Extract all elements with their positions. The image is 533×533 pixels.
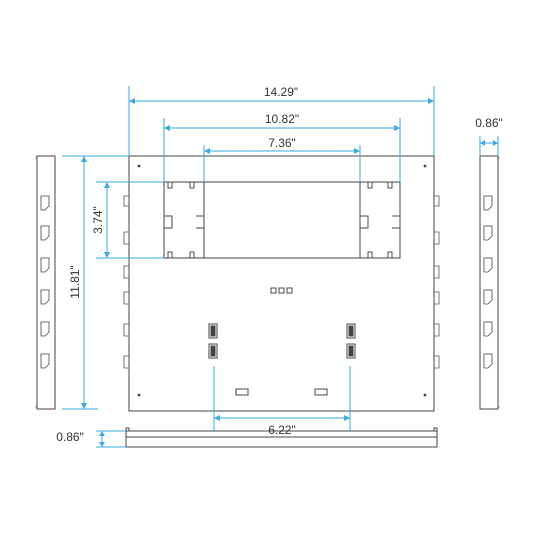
cutout-height-label: 3.74" [91,206,105,234]
right-side-brackets [483,195,493,369]
side-depth-label: 0.86" [475,116,503,130]
left-edge-tabs [123,195,129,369]
overall-width-label: 14.29" [264,85,298,99]
front-view [123,155,440,412]
bottom-spacing-label: 6.22" [268,423,296,437]
overall-height-label: 11.81" [68,265,82,298]
right-edge-tabs [434,195,440,369]
bottom-view [125,427,438,448]
bottom-depth-label: 0.86" [56,430,84,444]
right-side-view [479,155,500,410]
cutout [163,181,401,259]
bottom-tabs [235,388,328,396]
left-side-view [35,155,56,410]
mounting-holes [137,164,427,397]
inner-width-label: 10.82" [265,112,299,126]
cutout-right-frame [359,181,401,259]
cutout-left-frame [163,181,205,259]
cutout-width-label: 7.36" [268,136,296,150]
panel-outline [128,155,435,412]
center-connector [270,287,293,294]
left-side-brackets [40,195,50,369]
dimension-lines [62,86,499,448]
keyhole-slots [208,323,356,359]
